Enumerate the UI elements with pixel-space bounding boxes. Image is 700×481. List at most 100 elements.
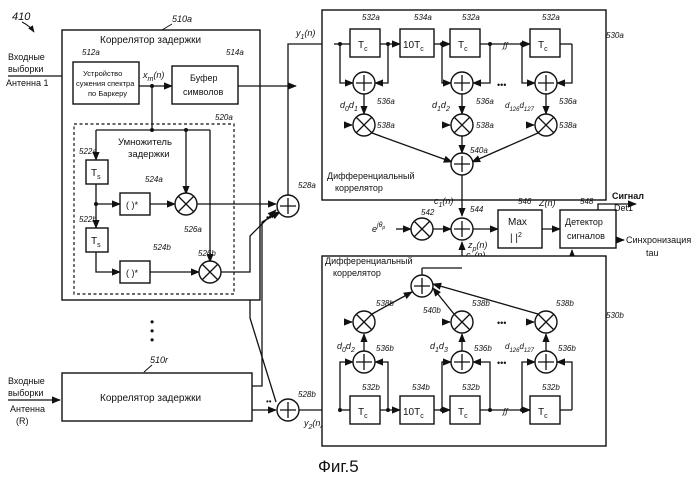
adder-a-dots: •• <box>266 213 272 222</box>
dcb-multiplier-1 <box>353 311 375 333</box>
signal-detector-box <box>560 210 616 248</box>
dcb-adder-2-ref: 536b <box>474 344 492 353</box>
dca-mult-1-ref: 538a <box>377 121 395 130</box>
dca-title-1: Дифференциальный <box>327 171 415 181</box>
despreader-label-3: по Баркеру <box>88 89 127 98</box>
dcb-adder-1 <box>353 351 375 373</box>
svg-text:Входные: Входные <box>8 376 45 386</box>
dcb-adder-3 <box>535 351 557 373</box>
detector-label-1: Детектор <box>565 217 603 227</box>
dcb-mult-2-ref: 538b <box>472 299 490 308</box>
junction-dot <box>94 202 98 206</box>
junction-dot <box>488 408 492 412</box>
mult2-ref: 526b <box>198 249 216 258</box>
delay-multiplier-label-2: задержки <box>128 149 170 160</box>
dcb-adder-3-ref: 536b <box>558 344 576 353</box>
phase-rotation-label: ejθp <box>372 222 385 234</box>
svg-text:(R): (R) <box>16 416 29 426</box>
dcb-tc10-ref: 534b <box>412 383 430 392</box>
dcb-mult-3-ref: 538b <box>556 299 574 308</box>
svg-text:Антенна 1: Антенна 1 <box>6 78 48 88</box>
dca-tc3-ref: 532a <box>542 13 560 22</box>
diff-correlator-a-ref: 530a <box>606 31 624 40</box>
buffer-label-2: символов <box>183 87 224 97</box>
junction-dot <box>440 408 444 412</box>
sync-label-2: tau <box>646 248 659 258</box>
ellipsis-dot-3: • <box>150 333 154 347</box>
delay-correlator-r-ref: 510r <box>150 355 169 365</box>
dcb-final-adder-ref: 540b <box>423 306 441 315</box>
y2-label: y2(n) <box>303 418 323 431</box>
output-adder-544 <box>451 218 473 240</box>
ref-leader <box>162 24 172 30</box>
dca-dots: ••• <box>497 80 506 90</box>
conj1-ref: 524a <box>145 175 163 184</box>
svg-text:выборки: выборки <box>8 388 43 398</box>
figure-caption: Фиг.5 <box>318 457 359 476</box>
dcb-tc1-ref: 532b <box>362 383 380 392</box>
dca-final-adder <box>451 153 473 175</box>
multiplier-526a <box>175 193 197 215</box>
dca-adder-1-ref: 536a <box>377 97 395 106</box>
junction-dot <box>150 128 154 132</box>
y1-label: y1(n) <box>295 28 315 41</box>
output-adder-ref: 544 <box>470 205 484 214</box>
phase-multiplier-542 <box>411 218 433 240</box>
dca-mult-2-ref: 538a <box>476 121 494 130</box>
delay-correlator-a-title: Коррелятор задержки <box>100 35 201 46</box>
symbol-buffer-box <box>172 66 238 104</box>
diff-correlator-b-ref: 530b <box>606 311 624 320</box>
sync-label-1: Синхронизация <box>626 235 691 245</box>
ts2-ref: 522b <box>79 215 97 224</box>
conj1-label: ( )* <box>126 200 138 210</box>
ts1-ref: 522a <box>79 147 97 156</box>
signal-det-label-1: Сигнал <box>612 191 644 201</box>
delay-correlator-a-ref: 510a <box>172 14 192 24</box>
dcb-multiplier-2 <box>451 311 473 333</box>
junction-dot <box>520 408 524 412</box>
buffer-ref: 514a <box>226 48 244 57</box>
zn-label: Z(n) <box>538 198 556 208</box>
detector-label-2: сигналов <box>567 231 605 241</box>
delay-multiplier-label-1: Умножитель <box>118 137 172 148</box>
detector-ref: 548 <box>580 197 594 206</box>
max-label: Max <box>508 217 527 228</box>
conj2-label: ( )* <box>126 268 138 278</box>
dcb-dots: ••• <box>497 318 506 328</box>
wire <box>250 300 276 402</box>
dca-title-2: коррелятор <box>335 183 383 193</box>
dcb-tc2-ref: 532b <box>462 383 480 392</box>
phase-mult-ref: 542 <box>421 208 435 217</box>
dca-adder-3 <box>535 72 557 94</box>
adder-528b-ref: 528b <box>298 390 316 399</box>
conj2-ref: 524b <box>153 243 171 252</box>
mult1-ref: 526a <box>184 225 202 234</box>
dca-tc10-ref: 534a <box>414 13 432 22</box>
adder-528a <box>277 195 299 217</box>
dca-adder-1 <box>353 72 375 94</box>
dca-adder-2 <box>451 72 473 94</box>
dcb-dots-2: ••• <box>497 358 506 368</box>
dca-final-adder-ref: 540a <box>470 146 488 155</box>
dcb-final-adder <box>411 275 433 297</box>
adder-b-dots: •• <box>266 397 272 406</box>
dca-mult-3-ref: 538a <box>559 121 577 130</box>
svg-text:выборки: выборки <box>8 64 43 74</box>
figure-id-arrow <box>22 22 34 32</box>
svg-text:Антенна: Антенна <box>10 404 45 414</box>
dcb-title-1: Дифференциальный <box>325 256 413 266</box>
c1-label: c1(n) <box>434 196 453 209</box>
svg-text:Входные: Входные <box>8 52 45 62</box>
adder-528a-ref: 528a <box>298 181 316 190</box>
dca-tc2-ref: 532a <box>462 13 480 22</box>
adder-528b <box>277 399 299 421</box>
dcb-adder-1-ref: 536b <box>376 344 394 353</box>
buffer-label-1: Буфер <box>190 73 218 83</box>
dcb-adder-2 <box>451 351 473 373</box>
dcb-tc3-ref: 532b <box>542 383 560 392</box>
despreader-ref: 512a <box>82 48 100 57</box>
input-antenna-r: Входные выборки Антенна (R) <box>8 376 45 426</box>
dcb-title-2: коррелятор <box>333 268 381 278</box>
